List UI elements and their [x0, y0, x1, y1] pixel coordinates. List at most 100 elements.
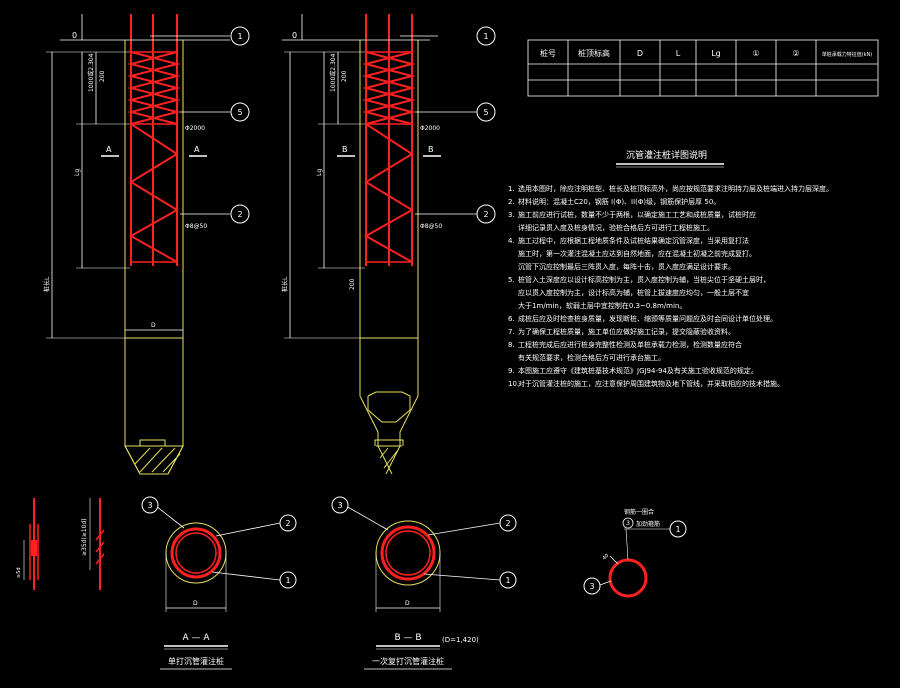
note-number: 10.: [508, 380, 520, 388]
ring-detail-label: 加劲箍筋: [636, 520, 660, 528]
table-header-cell: 桩顶标高: [578, 48, 610, 58]
pile-a-d-label: D: [151, 322, 156, 329]
note-text: 对于沉管灌注桩的施工，应注意保护周围建筑物及地下管线，并采取相应的技术措施。: [518, 380, 784, 388]
section-a-inner: [175, 532, 217, 574]
pile-a-spiral-dense-2: [127, 51, 181, 125]
lap-detail: ≥35d(≥10d) ≥5d: [16, 498, 105, 590]
pile-b-sub-dim: 200: [349, 278, 356, 290]
pile-a-spiral: [128, 123, 179, 263]
pile-b-spiral-dense-2: [362, 51, 416, 125]
pile-a-dim-spacing: 200: [99, 70, 106, 82]
svg-text:1: 1: [285, 576, 290, 585]
note-line: 10.对于沉管灌注桩的施工，应注意保护周围建筑物及地下管线，并采取相应的技术措施…: [508, 378, 898, 391]
note-line: 1.选用本图时，除应注明桩型、桩长及桩顶标高外，尚应按规范要求注明持力层及桩端进…: [508, 183, 898, 196]
table-header-cell: L: [676, 49, 681, 58]
table-header-cell: ②: [792, 49, 799, 58]
note-line: 8.工程桩完成后应进行桩身完整性检测及单桩承载力检测，检测数量应符合: [508, 339, 898, 352]
table-header-cell: ①: [752, 49, 759, 58]
section-a-outer: [165, 522, 227, 584]
pile-a-dia-label: Φ2000: [185, 125, 205, 132]
section-b: D 3 2 1 B — B (D=1,420) 一次复打沉管灌注桩: [331, 496, 517, 670]
section-b-caption: 一次复打沉管灌注桩: [372, 656, 444, 666]
note-text: 大于1m/min，软弱土层中宜控制在0.3~0.8m/min。: [518, 302, 687, 310]
svg-text:3: 3: [147, 501, 152, 510]
svg-text:1: 1: [237, 32, 242, 41]
note-line: 详细记录贯入度及桩身情况，验桩合格后方可进行工程桩施工。: [508, 222, 898, 235]
pile-a: 0 1000或2.304 200 Lg 桩长L A A Φ2000 Φ8@50 …: [43, 14, 230, 475]
note-line: 应以贯入度控制为主，设计标高为辅，桩管上拔速度应均匀，一般土层不宜: [508, 287, 898, 300]
callout-a-1: 1: [230, 26, 250, 46]
svg-text:1: 1: [505, 576, 510, 585]
pile-b-dim-lg: Lg: [316, 169, 323, 176]
svg-text:3: 3: [337, 501, 342, 510]
svg-text:1: 1: [483, 32, 488, 41]
note-text: 应以贯入度控制为主，设计标高为辅，桩管上拔速度应均匀，一般土层不宜: [518, 289, 749, 297]
pile-a-section-label-right: A: [194, 145, 200, 154]
note-text: 施工前应进行试桩，数量不少于两根，以确定施工工艺和成桩质量，试桩时应: [518, 211, 756, 219]
section-b-d: D: [405, 600, 410, 607]
pile-b-spiral: [363, 123, 414, 263]
pile-b-inner-plug: [367, 391, 411, 423]
table-header-cell: 桩号: [540, 48, 556, 58]
ring-detail-circle: [608, 558, 648, 598]
pile-b-spiral-dense: [362, 51, 416, 125]
note-number: 2.: [508, 198, 515, 206]
section-a-d: D: [193, 600, 198, 607]
svg-text:≥5d: ≥5d: [16, 567, 22, 578]
note-number: 5.: [508, 276, 515, 284]
pile-b-tip-hatch: [383, 449, 399, 469]
table-header-cell: Lg: [711, 49, 721, 58]
note-number: 7.: [508, 328, 515, 336]
section-b-ring: [380, 525, 436, 581]
pile-a-outline: [124, 40, 141, 475]
pile-b-dim-len: 桩长L: [281, 276, 289, 292]
callout-b-5: 5: [476, 102, 496, 122]
pile-a-dim-lg: Lg: [74, 169, 81, 176]
callout-a-2: 2: [230, 204, 250, 224]
notes-title: 沉管灌注桩详图说明: [626, 149, 707, 161]
note-text: 成桩后应及时检查桩身质量，发现断桩、缩颈等质量问题应及时会同设计单位处理。: [518, 315, 777, 323]
pile-b-dim-top: 1000或2.304: [329, 53, 337, 92]
lap-detail-dim: ≥35d(≥10d): [81, 518, 88, 556]
callout-b-1: 1: [476, 26, 496, 46]
pile-a-tip-step: [139, 439, 166, 446]
pile-a-top-mark: 0: [72, 31, 77, 40]
note-number: 4.: [508, 237, 515, 245]
pile-a-outline-right: [167, 40, 184, 475]
note-line: 大于1m/min，软弱土层中宜控制在0.3~0.8m/min。: [508, 300, 898, 313]
note-text: 桩管入土深度应以设计标高控制为主，贯入度控制为辅，当桩尖位于坚硬土层时，: [518, 276, 770, 284]
svg-text:3: 3: [626, 520, 630, 527]
note-number: 8.: [508, 341, 515, 349]
note-line: 施工时，第一次灌注混凝土应达到自然地面，应在混凝土初凝之前完成复打。: [508, 248, 898, 261]
note-text: 施工时，第一次灌注混凝土应达到自然地面，应在混凝土初凝之前完成复打。: [518, 250, 756, 258]
note-line: 2.材料说明：混凝土C20，钢筋 I(Φ)、II(Φ)级，钢筋保护层厚 50。: [508, 196, 898, 209]
section-a-ring: [170, 527, 222, 579]
pile-a-dim-top: 1000或2.304: [87, 53, 95, 92]
note-text: 沉管下沉应控制最后三阵贯入度，每阵十击，贯入度应满足设计要求。: [518, 263, 735, 271]
pile-a-dim-len: 桩长L: [43, 276, 51, 292]
ring-detail: 40 3 钢筋一圈合 3 加劲箍筋 1: [583, 508, 687, 598]
ring-detail-label-1: 钢筋一圈合: [624, 508, 654, 516]
pile-a-tip-hatch: [151, 447, 176, 473]
svg-text:2: 2: [505, 519, 510, 528]
section-b-inner: [385, 530, 431, 576]
note-number: 9.: [508, 367, 515, 375]
pile-b-tip-step: [374, 439, 404, 446]
pile-b: 0 1000或2.304 200 Lg 桩长L B B Φ2000 Φ8@50 …: [281, 14, 478, 475]
note-line: 4.施工过程中，应根据工程地质条件及试桩结果确定沉管深度，当采用复打法: [508, 235, 898, 248]
pile-a-tip: [124, 445, 184, 475]
table-header-cell: 单桩承载力特征值(kN): [822, 51, 873, 58]
note-line: 沉管下沉应控制最后三阵贯入度，每阵十击，贯入度应满足设计要求。: [508, 261, 898, 274]
svg-text:2: 2: [285, 519, 290, 528]
section-a-title: A — A: [182, 633, 210, 643]
callout-a-5: 5: [230, 102, 250, 122]
note-text: 有关规范要求，检测合格后方可进行承台施工。: [518, 354, 665, 362]
pile-b-section-label-left: B: [342, 145, 348, 154]
pile-b-bar-label: Φ8@50: [420, 223, 442, 230]
svg-text:3: 3: [589, 582, 594, 591]
svg-text:1: 1: [675, 525, 680, 534]
note-text: 本图施工应遵守《建筑桩基技术规范》JGJ94-94及有关施工验收规范的规定。: [518, 367, 758, 375]
